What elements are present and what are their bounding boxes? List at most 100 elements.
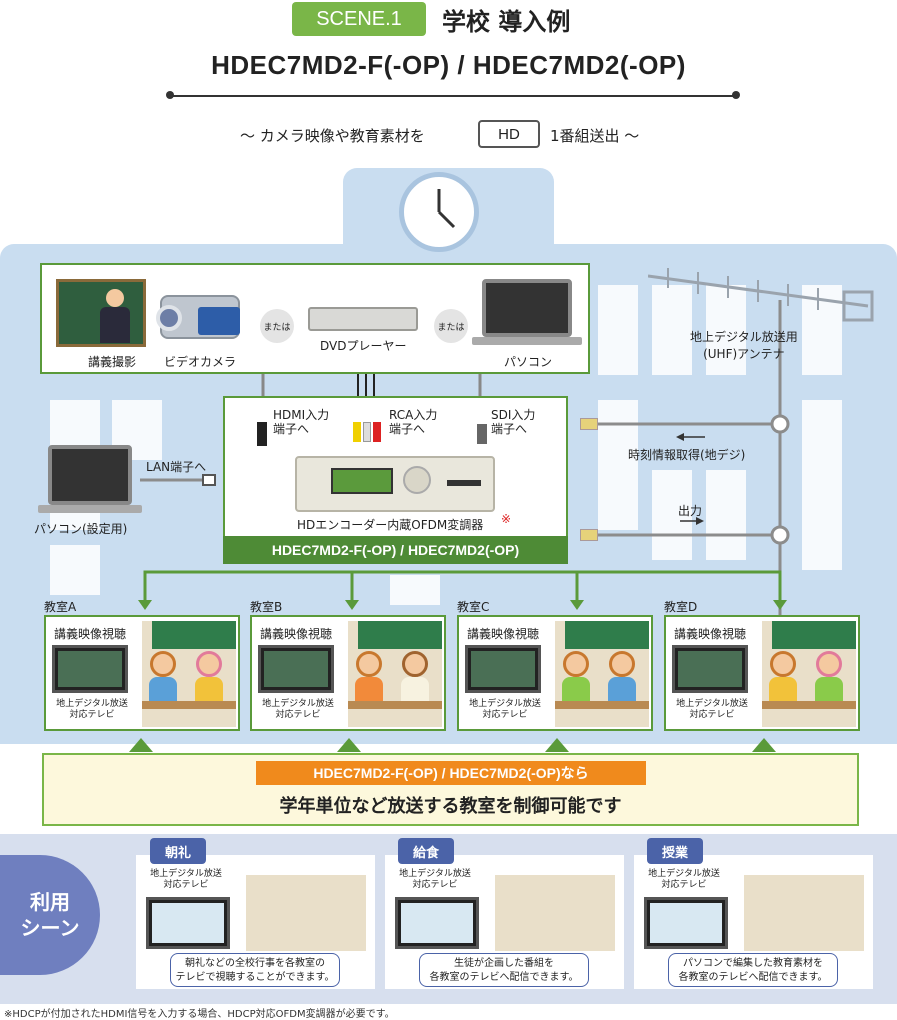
room-a-name: 教室A — [44, 600, 77, 614]
lan-port-icon — [202, 474, 216, 486]
students-scene — [495, 875, 615, 951]
subtitle-before: 〜 カメラ映像や教育素材を — [240, 126, 425, 145]
rule-dot-right — [732, 91, 740, 99]
tv-label: 地上デジタル放送 対応テレビ — [56, 699, 128, 720]
window — [706, 470, 746, 560]
setup-laptop-icon — [48, 445, 132, 505]
dvd-player-icon — [308, 307, 418, 331]
teacher-body — [100, 307, 130, 343]
students-scene — [142, 621, 236, 727]
student-icon — [150, 651, 176, 677]
or-badge-2: または — [434, 309, 468, 343]
setup-pc-label: パソコン(設定用) — [34, 522, 128, 536]
student-icon — [563, 651, 589, 677]
pointer-triangle — [337, 738, 361, 752]
antenna-icon — [648, 268, 874, 322]
tv-label: 地上デジタル放送 対応テレビ — [150, 869, 222, 890]
classroom-scene — [744, 875, 864, 951]
students-scene — [555, 621, 649, 727]
usage-tag-morning: 朝礼 — [150, 838, 206, 864]
usage-tag-class: 授業 — [647, 838, 703, 864]
tv-icon — [52, 645, 128, 693]
pointer-triangle — [545, 738, 569, 752]
hd-box: HD — [478, 120, 540, 148]
room-b-name: 教室B — [250, 600, 283, 614]
laptop-icon — [482, 279, 572, 337]
student-icon — [196, 651, 222, 677]
scene-badge: SCENE.1 — [292, 2, 426, 36]
tv-label: 地上デジタル放送 対応テレビ — [648, 869, 720, 890]
pointer-triangle — [129, 738, 153, 752]
window — [390, 575, 440, 605]
tv-label: 地上デジタル放送 対応テレビ — [262, 699, 334, 720]
rca-input-label: RCA入力 端子へ — [389, 408, 438, 436]
usage-caption: 朝礼などの全校行事を各教室の テレビで視聴することができます。 — [170, 953, 340, 987]
usage-caption: パソコンで編集した教育素材を 各教室のテレビへ配信できます。 — [668, 953, 838, 987]
window — [598, 285, 638, 375]
f-connector-icon — [580, 529, 598, 541]
usage-panel-morning: 地上デジタル放送 対応テレビ 朝礼などの全校行事を各教室の テレビで視聴すること… — [136, 855, 375, 989]
scene-title: 学校 導入例 — [442, 7, 571, 36]
setup-laptop-base — [38, 505, 142, 513]
rca-white-icon — [363, 422, 371, 442]
usage-caption: 生徒が企画した番組を 各教室のテレビへ配信できます。 — [419, 953, 589, 987]
pointer-triangle — [752, 738, 776, 752]
room-title: 講義映像視聴 — [54, 627, 127, 641]
room-title: 講義映像視聴 — [674, 627, 747, 641]
teacher-icon — [106, 289, 124, 307]
window — [652, 470, 692, 560]
usage-label-line1: 利用 — [30, 890, 70, 914]
tv-icon — [465, 645, 541, 693]
rule-dot-left — [166, 91, 174, 99]
tv-label: 地上デジタル放送 対応テレビ — [469, 699, 541, 720]
student-icon — [816, 651, 842, 677]
window — [598, 400, 638, 530]
window — [802, 400, 842, 570]
sdi-input-label: SDI入力 端子へ — [491, 408, 536, 436]
tv-icon — [395, 897, 479, 949]
encoder-model-bar: HDEC7MD2-F(-OP) / HDEC7MD2(-OP) — [223, 536, 568, 564]
classroom-a: 講義映像視聴 地上デジタル放送 対応テレビ — [44, 615, 240, 731]
classroom-c: 講義映像視聴 地上デジタル放送 対応テレビ — [457, 615, 653, 731]
tv-icon — [146, 897, 230, 949]
clock-icon — [399, 172, 479, 252]
student-icon — [356, 651, 382, 677]
encoder-device-icon — [295, 456, 495, 512]
student-icon — [402, 651, 428, 677]
tv-icon — [644, 897, 728, 949]
student-icon — [609, 651, 635, 677]
time-info-label: 時刻情報取得(地デジ) — [628, 448, 746, 462]
lan-label: LAN端子へ — [146, 460, 207, 474]
f-connector-icon — [580, 418, 598, 430]
room-title: 講義映像視聴 — [260, 627, 333, 641]
usage-panel-lunch: 地上デジタル放送 対応テレビ 生徒が企画した番組を 各教室のテレビへ配信できます… — [385, 855, 624, 989]
laptop-base — [472, 337, 582, 345]
students-scene — [762, 621, 856, 727]
student-icon — [770, 651, 796, 677]
or-badge-1: または — [260, 309, 294, 343]
tv-label: 地上デジタル放送 対応テレビ — [399, 869, 471, 890]
source-devices-box: 講義撮影 ビデオカメラ または DVDプレーヤー または パソコン — [40, 263, 590, 374]
subtitle-after: 1番組送出 〜 — [550, 126, 640, 145]
room-c-name: 教室C — [457, 600, 490, 614]
product-title: HDEC7MD2-F(-OP) / HDEC7MD2(-OP) — [211, 50, 686, 80]
dvd-label: DVDプレーヤー — [320, 339, 407, 353]
hdmi-input-label: HDMI入力 端子へ — [273, 408, 330, 436]
students-scene — [348, 621, 442, 727]
usage-panel-class: 地上デジタル放送 対応テレビ パソコンで編集した教育素材を 各教室のテレビへ配信… — [634, 855, 873, 989]
window — [652, 285, 692, 375]
feature-tag: HDEC7MD2-F(-OP) / HDEC7MD2(-OP)なら — [256, 761, 646, 785]
lecture-label: 講義撮影 — [88, 355, 137, 369]
encoder-note-mark: ※ — [501, 512, 512, 526]
tv-label: 地上デジタル放送 対応テレビ — [676, 699, 748, 720]
camera-label: ビデオカメラ — [164, 355, 237, 369]
usage-label-line2: シーン — [20, 916, 80, 940]
usage-label: 利用 シーン — [0, 855, 100, 975]
encoder-label: HDエンコーダー内蔵OFDM変調器 — [297, 518, 484, 532]
video-camera-icon — [156, 295, 240, 339]
window — [706, 285, 746, 375]
output-label: 出力 — [678, 504, 703, 518]
usage-tag-lunch: 給食 — [398, 838, 454, 864]
room-title: 講義映像視聴 — [467, 627, 540, 641]
